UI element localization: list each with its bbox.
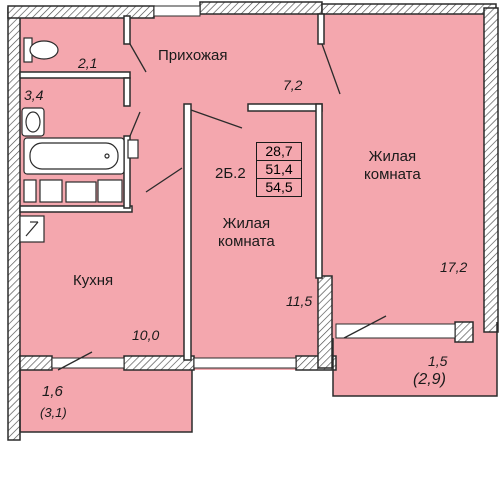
bottom-wall-left (19, 355, 53, 371)
balcony-right-post (454, 321, 474, 343)
total-area-with-balconies: 54,5 (257, 178, 301, 196)
top-wall-left (7, 5, 155, 19)
living-area-total: 28,7 (265, 143, 293, 159)
window-bottom-kitchen (51, 357, 125, 369)
kitchen-label: Кухня (73, 272, 114, 289)
living-room-center-label: Жилая комната (218, 215, 275, 251)
apartment-area-total: 51,4 (257, 160, 301, 178)
balcony-left-area-alt: (3,1) (40, 405, 67, 420)
wall-wc-right (123, 15, 131, 45)
wall-wc-bath (19, 71, 131, 79)
kitchen-area: 10,0 (132, 327, 160, 343)
toilet-area: 2,1 (78, 55, 98, 71)
wall-right-room-top (317, 13, 325, 45)
top-wall-right (321, 3, 497, 15)
right-wall (483, 7, 499, 333)
toilet-fixture (23, 37, 59, 63)
pillar-right (317, 275, 333, 369)
balcony-outlines (19, 322, 498, 433)
bathtub-fixture (23, 137, 125, 175)
window-bottom-living (193, 357, 297, 369)
hallway-area: 7,2 (283, 77, 303, 93)
wall-center-top (247, 103, 323, 112)
balcony-right-area-alt: (2,9) (413, 371, 446, 388)
wall-bath-kitchen (19, 205, 133, 213)
windows (51, 5, 456, 369)
window-top-left (153, 5, 201, 17)
apartment-code: 2Б.2 (215, 165, 246, 182)
living-room-right-area: 17,2 (440, 259, 468, 275)
living-room-right-line2: комната (364, 166, 421, 183)
wall-bath-right-upper (123, 77, 131, 107)
living-room-center-line1: Жилая (222, 215, 271, 232)
living-room-right-label: Жилая комната (364, 148, 421, 184)
top-wall-middle (199, 1, 323, 15)
left-wall (7, 7, 21, 441)
living-room-center-area: 11,5 (286, 293, 313, 309)
hallway-label: Прихожая (158, 47, 228, 64)
area-totals-box: 28,7 51,4 54,5 (256, 142, 302, 197)
balcony-left-fill (14, 370, 192, 432)
window-balcony-right (335, 323, 456, 339)
wall-center-left (183, 103, 192, 361)
kitchen-sink (19, 215, 45, 243)
living-room-center-line2: комната (218, 233, 275, 250)
living-room-right-line1: Жилая (368, 148, 417, 165)
balcony-right-area: 1,5 (428, 353, 448, 369)
balcony-left-area: 1,6 (42, 383, 63, 400)
bathroom-area: 3,4 (24, 87, 44, 103)
interior-walls (19, 13, 325, 361)
sink-fixture (21, 107, 45, 137)
utility-blocks (23, 139, 139, 203)
wall-center-right (315, 103, 323, 279)
door-swings (57, 43, 387, 371)
